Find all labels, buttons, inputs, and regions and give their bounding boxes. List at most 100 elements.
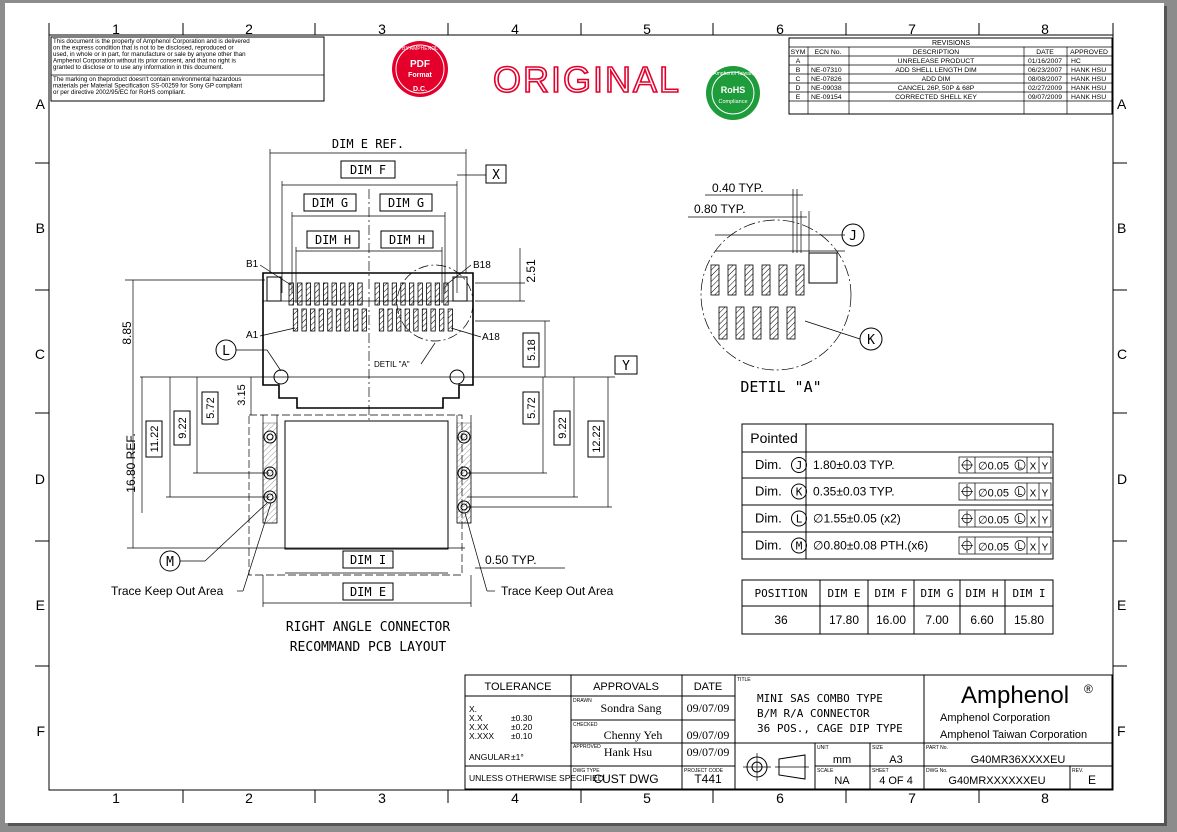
- grid-col-3-bottom: 3: [378, 790, 386, 806]
- angular-value: ±1°: [511, 752, 524, 762]
- rev-cell: CORRECTED SHELL KEY: [895, 94, 977, 101]
- rev-header: APPROVED: [1070, 49, 1108, 56]
- grid-row-c: C: [35, 346, 45, 362]
- pdf-stamp-pdf: PDF: [410, 59, 430, 70]
- pth-holes-left: [263, 430, 277, 504]
- pointed-row-label: Dim.: [755, 538, 782, 553]
- connector-outline: [262, 272, 474, 409]
- dwg-number: G40MRXXXXXXEU: [948, 775, 1045, 787]
- grid-col-3: 3: [378, 21, 386, 37]
- position-header: DIM H: [965, 587, 998, 600]
- grid-row-a-right: A: [1117, 96, 1127, 112]
- drawing-border: [35, 23, 1127, 803]
- tolerance-header: TOLERANCE: [484, 681, 551, 693]
- pdf-format-stamp: ISSUED BY AMPHENOL TAIWAN PDF Format D.C…: [382, 41, 458, 97]
- dim-h-label-right: DIM H: [389, 233, 425, 247]
- checked-caption: CHECKED: [573, 722, 598, 728]
- dim-g-label-left: DIM G: [312, 196, 348, 210]
- rev-caption: REV.: [1072, 768, 1083, 774]
- sheet-caption: SHEET: [872, 768, 889, 774]
- tol-xx-value: ±0.30: [511, 713, 532, 723]
- drawing-sheet: 1 2 3 4 5 6 7 8 1 2 3 4 5 6 7 8 A B C D …: [5, 3, 1164, 823]
- dim-e-label: DIM E: [350, 585, 386, 599]
- position-cell: 17.80: [829, 613, 859, 627]
- pin-b1-label: B1: [246, 259, 259, 270]
- rev-cell: ADD DIM: [922, 76, 951, 83]
- fcf-modifier-circle: [1014, 459, 1026, 471]
- pad-row-b: [288, 282, 449, 306]
- registered-mark: ®: [1084, 682, 1093, 696]
- grid-col-4: 4: [511, 21, 519, 37]
- dim-h-label-left: DIM H: [315, 233, 351, 247]
- grid-col-6-bottom: 6: [776, 790, 784, 806]
- fcf-ref-x: X: [1030, 462, 1037, 473]
- feature-control-frame: [958, 482, 1052, 501]
- detail-pads-bottom: [718, 306, 796, 340]
- part-caption: PART No.: [926, 745, 948, 751]
- grid-row-d: D: [35, 471, 45, 487]
- dim-e-ref-label: DIM E REF.: [332, 137, 404, 151]
- unless-specified: UNLESS OTHERWISE SPECIFIED: [469, 773, 604, 783]
- title-caption: TITLE: [737, 677, 751, 683]
- rev-header: SYM: [791, 49, 806, 56]
- fcf-modifier: L: [1017, 541, 1022, 551]
- pointed-row-datum-letter: M: [796, 540, 803, 553]
- rev-header: ECN No.: [815, 49, 842, 56]
- grid-col-7: 7: [908, 21, 916, 37]
- rev-cell: 09/07/2009: [1028, 94, 1062, 101]
- rev-cell: HANK HSU: [1071, 76, 1106, 83]
- rev-cell: HANK HSU: [1071, 85, 1106, 92]
- fcf-tolerance: ∅0.05: [978, 461, 1009, 473]
- rohs-stamp-top: Amphenol Taiwan: [713, 71, 753, 77]
- rev-cell: HANK HSU: [1071, 67, 1106, 74]
- projection-symbol: [743, 753, 809, 781]
- rev-cell: E: [796, 94, 801, 101]
- detail-dim-0-80: 0.80 TYP.: [694, 202, 746, 216]
- pointed-row-datum-letter: L: [796, 513, 803, 526]
- grid-col-8-bottom: 8: [1041, 790, 1049, 806]
- datum-m-label: M: [166, 555, 174, 570]
- datum-x-box: [485, 164, 507, 184]
- fcf-ref-y: Y: [1042, 543, 1049, 554]
- pointed-title: Pointed: [750, 430, 797, 446]
- feature-control-frame: [958, 509, 1052, 528]
- position-cell: 6.60: [970, 613, 994, 627]
- fcf-ref-x: X: [1030, 516, 1037, 527]
- dim-12-22: 12.22: [591, 425, 603, 453]
- pin-a18-label: A18: [482, 332, 500, 343]
- notice-box: This document is the property of Ampheno…: [50, 36, 325, 102]
- fcf-ref-y: Y: [1042, 462, 1049, 473]
- dim-g-label-right: DIM G: [388, 196, 424, 210]
- rev-cell: HANK HSU: [1071, 94, 1106, 101]
- tol-xxxx-value: ±0.10: [511, 731, 532, 741]
- pointed-row-value: 0.35±0.03 TYP.: [813, 485, 895, 499]
- rev-cell: A: [796, 58, 801, 65]
- rev-cell: CANCEL 26P, 50P & 68P: [898, 85, 975, 92]
- company-name-line2: Amphenol Taiwan Corporation: [940, 729, 1087, 741]
- notice-line: or per directive 2002/95/EC for RoHS com…: [53, 89, 186, 96]
- grid-col-2: 2: [245, 21, 253, 37]
- title-line2: B/M R/A CONNECTOR: [757, 707, 870, 720]
- grid-col-1-bottom: 1: [112, 790, 120, 806]
- drawn-name: Sondra Sang: [601, 701, 662, 715]
- pointed-row-value: ∅0.80±0.08 PTH.(x6): [813, 539, 928, 553]
- detail-pads-top: [710, 264, 805, 296]
- rev-header: DESCRIPTION: [913, 49, 960, 56]
- pointed-row-value: 1.80±0.03 TYP.: [813, 458, 895, 472]
- unit-caption: UNIT: [817, 745, 829, 751]
- part-number: G40MR36XXXXEU: [971, 754, 1066, 766]
- datum-l-label: L: [222, 344, 230, 359]
- tol-xxx-value: ±0.20: [511, 722, 532, 732]
- dim-9-22-left: 9.22: [177, 417, 189, 438]
- pdf-stamp-format: Format: [408, 72, 432, 79]
- fcf-ref-y: Y: [1042, 489, 1049, 500]
- position-header: DIM G: [920, 587, 953, 600]
- dim-11-22: 11.22: [149, 426, 161, 453]
- dwg-type-caption: DWG TYPE: [573, 768, 600, 774]
- approved-name: Hank Hsu: [604, 745, 652, 759]
- detail-a-view: 0.40 TYP. 0.80 TYP. J K DET: [688, 181, 883, 396]
- fcf-ref-y: Y: [1042, 516, 1049, 527]
- title-line1: MINI SAS COMBO TYPE: [757, 692, 883, 705]
- tol-x-label: X.: [469, 704, 477, 714]
- fcf-modifier: L: [1017, 487, 1022, 497]
